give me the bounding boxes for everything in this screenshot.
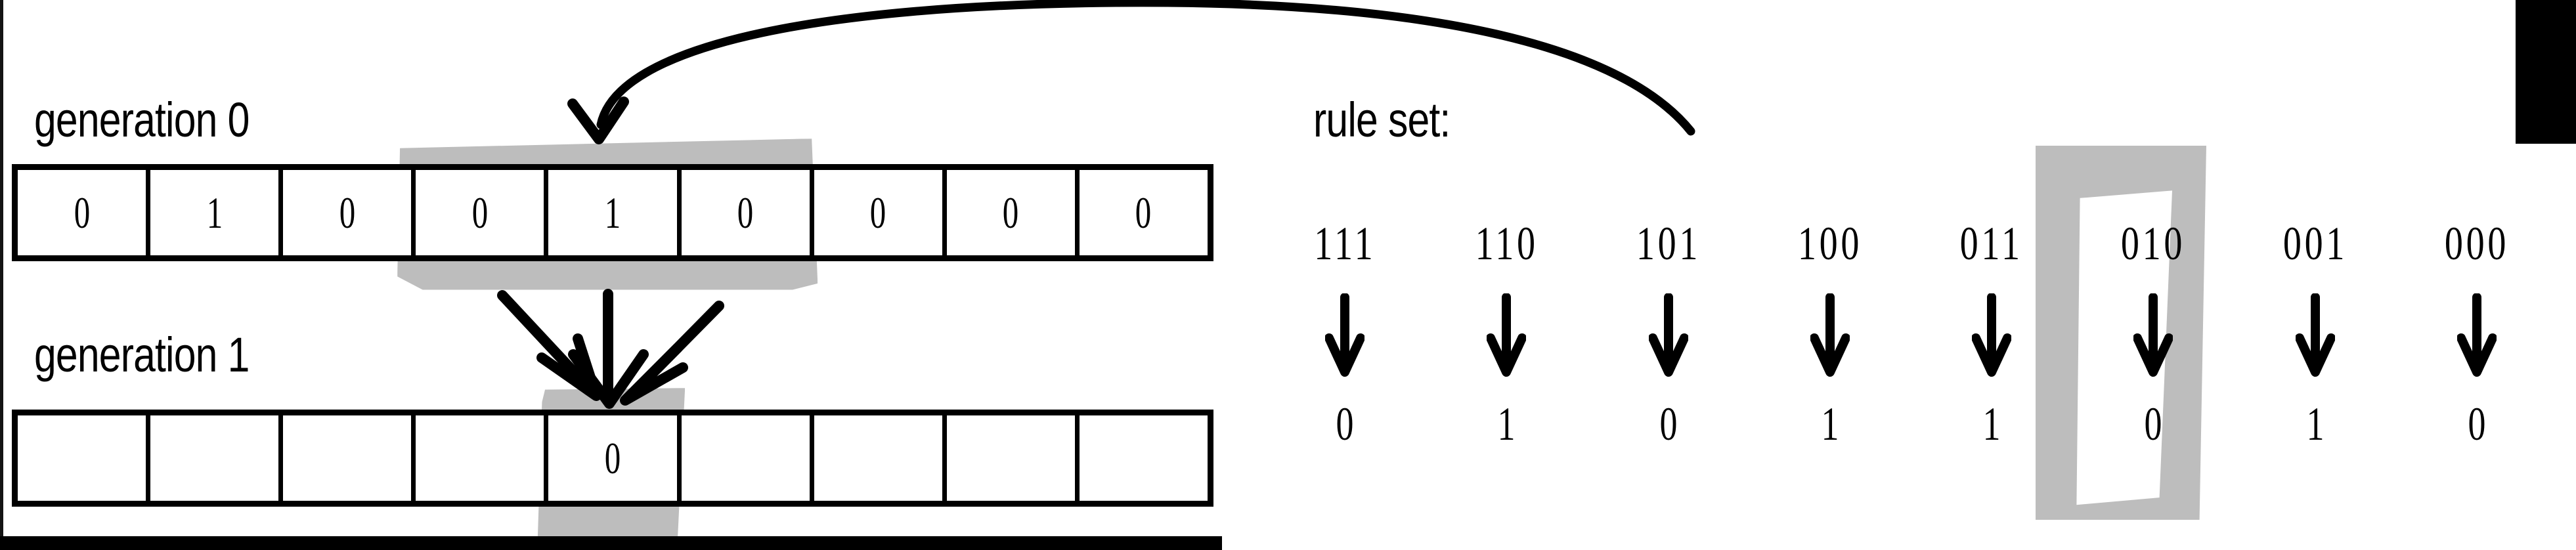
- gen1-cell-1[interactable]: [150, 415, 284, 501]
- gen1-cell-4-value: 0: [604, 433, 621, 483]
- generation1-cell-strip: 0: [12, 410, 1213, 507]
- converging-arrow-center: [568, 289, 649, 409]
- rule-010-output: 0: [2144, 398, 2162, 450]
- gen1-cell-3[interactable]: [416, 415, 549, 501]
- gen0-cell-2-value: 0: [339, 187, 356, 238]
- rule-101-output: 0: [1659, 398, 1678, 450]
- converging-arrow-right: [620, 301, 724, 406]
- gen0-cell-3[interactable]: 0: [416, 170, 549, 255]
- gen0-cell-8[interactable]: 0: [1080, 170, 1208, 255]
- gen1-cell-4[interactable]: 0: [548, 415, 682, 501]
- gen0-cell-0-value: 0: [74, 187, 90, 238]
- gen1-cell-5[interactable]: [682, 415, 814, 501]
- rule-001-output: 1: [2306, 398, 2325, 450]
- gen0-cell-7[interactable]: 0: [947, 170, 1080, 255]
- rule-column-010[interactable]: 010 0: [2072, 217, 2234, 452]
- down-arrow-icon: [1325, 293, 1365, 377]
- gen1-cell-2[interactable]: [283, 415, 416, 501]
- black-footer-bar: [0, 536, 1222, 550]
- left-edge-line: [0, 0, 3, 550]
- generation0-label: generation 0: [34, 93, 250, 147]
- rule-001-pattern: 001: [2282, 217, 2347, 270]
- down-arrow-icon: [1487, 293, 1527, 377]
- converging-arrow-left: [497, 290, 601, 401]
- black-corner-block: [2516, 0, 2576, 144]
- rule-011-pattern: 011: [1960, 217, 2024, 270]
- down-arrow-icon: [1972, 293, 2012, 377]
- rule-101-pattern: 101: [1636, 217, 1701, 270]
- rule-100-output: 1: [1821, 398, 1839, 450]
- gen1-cell-8[interactable]: [1080, 415, 1208, 501]
- gen1-cell-7[interactable]: [947, 415, 1080, 501]
- rule-111-pattern: 111: [1314, 217, 1376, 270]
- gen0-cell-1-value: 1: [206, 187, 223, 238]
- down-arrow-icon: [1810, 293, 1850, 377]
- rule-000-pattern: 000: [2444, 217, 2510, 270]
- gen0-cell-6-value: 0: [869, 187, 886, 238]
- rule-column-011[interactable]: 011 1: [1911, 217, 2072, 452]
- gen0-cell-5-value: 0: [737, 187, 754, 238]
- gen0-cell-0[interactable]: 0: [18, 170, 151, 255]
- rule-column-100[interactable]: 100 1: [1749, 217, 1911, 452]
- gen0-cell-3-value: 0: [471, 187, 489, 238]
- curved-arrow: [567, 0, 1695, 144]
- down-arrow-icon: [2133, 293, 2173, 377]
- gen0-cell-4-value: 1: [604, 187, 621, 238]
- rule-column-110[interactable]: 110 1: [1426, 217, 1587, 452]
- gen1-cell-6[interactable]: [814, 415, 947, 501]
- down-arrow-icon: [2456, 293, 2497, 377]
- rule-010-pattern: 010: [2121, 217, 2186, 270]
- gen0-cell-4[interactable]: 1: [548, 170, 682, 255]
- down-arrow-icon: [1648, 293, 1688, 377]
- gen0-cell-6[interactable]: 0: [814, 170, 947, 255]
- gen0-cell-8-value: 0: [1135, 187, 1152, 238]
- down-arrow-icon: [2295, 293, 2335, 377]
- gen0-cell-1[interactable]: 1: [150, 170, 284, 255]
- ruleset-label: rule set:: [1313, 93, 1451, 147]
- ruleset-columns: 111 0 110 1 101 0 100: [1264, 217, 2558, 452]
- rule-100-pattern: 100: [1797, 217, 1863, 270]
- rule-110-pattern: 110: [1475, 217, 1539, 270]
- rule-000-output: 0: [2468, 398, 2486, 450]
- gen0-cell-2[interactable]: 0: [283, 170, 416, 255]
- rule-110-output: 1: [1497, 398, 1516, 450]
- rule-011-output: 1: [1982, 398, 2001, 450]
- rule-column-001[interactable]: 001 1: [2235, 217, 2396, 452]
- gen0-cell-7-value: 0: [1003, 187, 1019, 238]
- rule-111-output: 0: [1336, 398, 1354, 450]
- rule-column-101[interactable]: 101 0: [1588, 217, 1749, 452]
- generation0-cell-strip: 0 1 0 0 1 0 0 0 0: [12, 164, 1213, 261]
- rule-column-000[interactable]: 000 0: [2396, 217, 2558, 452]
- gen1-cell-0[interactable]: [18, 415, 151, 501]
- gen0-cell-5[interactable]: 0: [682, 170, 814, 255]
- generation1-label: generation 1: [34, 328, 250, 382]
- rule-column-111[interactable]: 111 0: [1264, 217, 1426, 452]
